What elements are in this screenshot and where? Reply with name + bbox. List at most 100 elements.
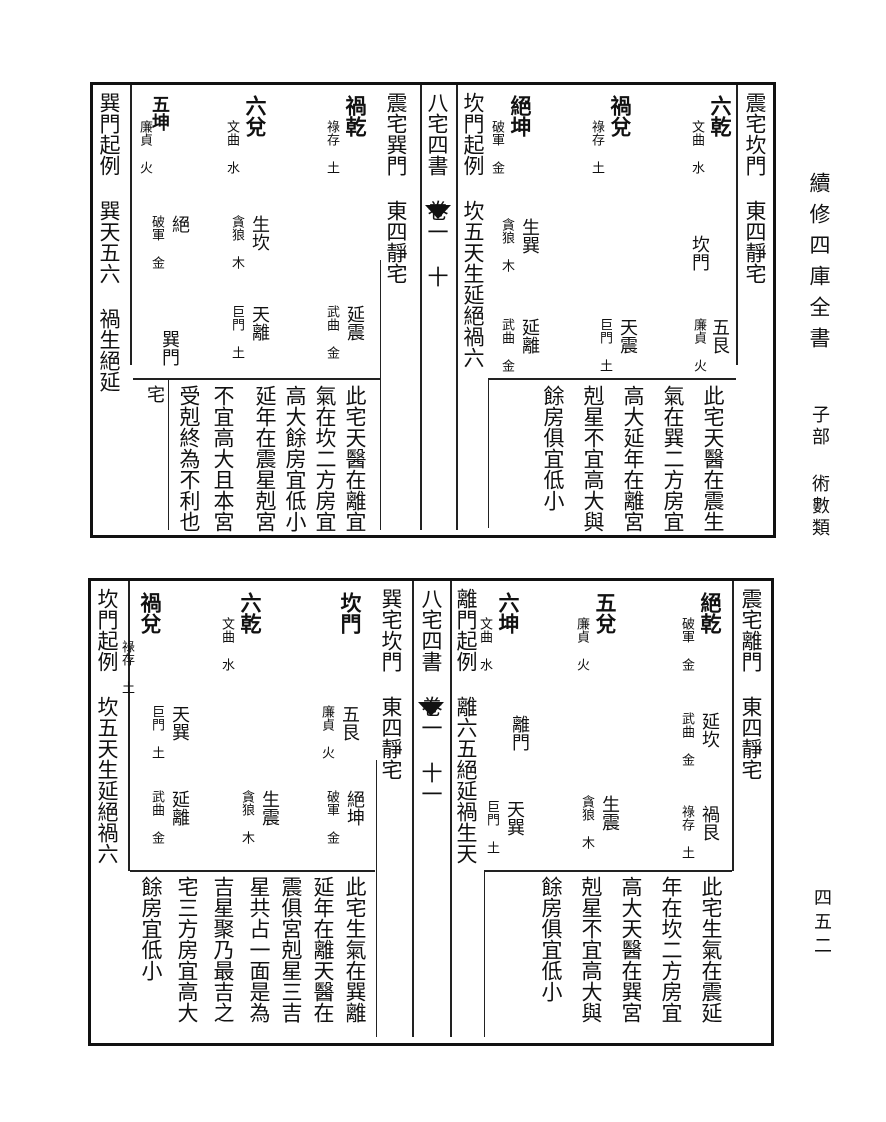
label-wugen-star: 廉貞 火 bbox=[319, 705, 334, 759]
label-door: 坎門 bbox=[689, 235, 710, 271]
label-huodui: 禍兌 bbox=[138, 592, 163, 634]
label-huoqian-star: 祿存 土 bbox=[324, 120, 339, 174]
text-line: 此宅生氣在巽離 bbox=[343, 876, 367, 1023]
text-line: 受剋終為不利也 bbox=[177, 385, 201, 532]
divider-line bbox=[736, 85, 738, 365]
bottom-col-formula: 離門起例 離六五絕延禍生天 bbox=[454, 588, 478, 864]
divider-line bbox=[380, 260, 381, 530]
top-col-title-left: 巽門起例 巽天五六 禍生絕延 bbox=[97, 92, 121, 392]
label-yanli-star: 武曲 金 bbox=[499, 318, 514, 372]
top-col-title-right: 震宅坎門 東四靜宅 bbox=[743, 92, 767, 284]
label-wugen-star: 廉貞 火 bbox=[691, 318, 706, 372]
text-box-top bbox=[130, 870, 375, 872]
divider-line bbox=[488, 378, 489, 528]
text-line: 延年在離天醫在 bbox=[311, 876, 335, 1023]
fishtail-mark bbox=[425, 205, 451, 219]
label-huodui-star: 祿存 土 bbox=[119, 640, 134, 694]
label-liudui: 六兌 bbox=[243, 95, 268, 137]
label-yanli: 延離 bbox=[519, 318, 540, 354]
divider-line bbox=[484, 870, 485, 1037]
bottom-page-ref: 八宅四書 卷一 十一 bbox=[419, 588, 443, 804]
label-door: 坎門 bbox=[338, 592, 363, 634]
text-box-top bbox=[488, 378, 736, 380]
label-door: 離門 bbox=[509, 715, 530, 751]
label-shengkan-star: 貪狼 木 bbox=[229, 215, 244, 269]
label-door: 巽門 bbox=[159, 330, 180, 366]
label-yanli: 延離 bbox=[169, 790, 190, 826]
text-line: 吉星聚乃最吉之 bbox=[211, 876, 235, 1023]
label-huogen: 禍艮 bbox=[699, 805, 720, 841]
divider-line bbox=[420, 85, 422, 530]
label-wudui: 五兌 bbox=[593, 592, 618, 634]
label-huoqian: 禍乾 bbox=[343, 95, 368, 137]
text-line: 年在坎二方房宜 bbox=[659, 876, 683, 1023]
label-shengkan: 生坎 bbox=[249, 215, 270, 251]
text-line: 高大餘房宜低小 bbox=[283, 385, 307, 532]
text-line: 震俱宮剋星三吉 bbox=[279, 876, 303, 1023]
text-line: 不宜高大且本宮 bbox=[211, 385, 235, 532]
label-tianxun-star: 巨門 土 bbox=[484, 800, 499, 854]
label-tianzhen-star: 巨門 土 bbox=[597, 318, 612, 372]
label-jue: 絕 bbox=[169, 215, 190, 233]
text-line: 此宅天醫在震生 bbox=[701, 385, 725, 532]
text-zhai: 宅 bbox=[144, 385, 165, 403]
bottom-page-panel bbox=[88, 578, 774, 1046]
book-title: 續修四庫全書 bbox=[807, 172, 831, 358]
label-liuqian-star: 文曲 水 bbox=[219, 617, 234, 671]
divider-line bbox=[412, 581, 414, 1037]
label-juekun: 絕坤 bbox=[508, 95, 533, 137]
label-tianxun: 天巽 bbox=[169, 705, 190, 741]
page-number: 四五二 bbox=[811, 888, 832, 960]
label-yankan-star: 武曲 金 bbox=[679, 712, 694, 766]
text-line: 宅三方房宜高大 bbox=[175, 876, 199, 1023]
text-line: 此宅生氣在震延 bbox=[699, 876, 723, 1023]
label-wukun-star: 廉貞 火 bbox=[137, 120, 152, 174]
label-liuqian: 六乾 bbox=[238, 592, 263, 634]
divider-line bbox=[130, 85, 132, 365]
label-jueqian: 絕乾 bbox=[698, 592, 723, 634]
text-line: 高大天醫在巽宮 bbox=[619, 876, 643, 1023]
bottom-col-title-right: 震宅離門 東四靜宅 bbox=[739, 588, 763, 780]
label-wudui-star: 廉貞 火 bbox=[574, 617, 589, 671]
category-label: 子部 術數類 bbox=[809, 405, 830, 540]
label-wukun: 五坤 bbox=[149, 95, 170, 131]
text-line: 氣在坎二方房宜 bbox=[313, 385, 337, 532]
text-line: 氣在巽二方房宜 bbox=[661, 385, 685, 532]
divider-line bbox=[732, 581, 734, 871]
fishtail-mark bbox=[418, 702, 444, 716]
top-page-ref: 八宅四書 卷一 十 bbox=[425, 92, 449, 287]
text-line: 此宅天醫在離宜 bbox=[343, 385, 367, 532]
label-liuqian: 六乾 bbox=[708, 95, 733, 137]
label-jueqian-star: 破軍 金 bbox=[679, 617, 694, 671]
label-huodui-star: 祿存 土 bbox=[589, 120, 604, 174]
text-line: 星共占一面是為 bbox=[247, 876, 271, 1023]
label-shengzhen: 生震 bbox=[599, 795, 620, 831]
label-huogen-star: 祿存 土 bbox=[679, 805, 694, 859]
label-yanli-star: 武曲 金 bbox=[149, 790, 164, 844]
text-line: 剋星不宜高大與 bbox=[581, 385, 605, 532]
label-tianxun-star: 巨門 土 bbox=[149, 705, 164, 759]
label-liukun-star: 文曲 水 bbox=[477, 617, 492, 671]
label-wugen: 五艮 bbox=[709, 318, 730, 354]
text-line: 餘房俱宜低小 bbox=[539, 876, 563, 1002]
label-juekun-star: 破軍 金 bbox=[324, 790, 339, 844]
text-box-top bbox=[133, 378, 380, 380]
label-tianli: 天離 bbox=[249, 305, 270, 341]
text-line: 餘房俱宜低小 bbox=[541, 385, 565, 511]
label-tianxun: 天巽 bbox=[504, 800, 525, 836]
bottom-col-title-left: 坎門起例 坎五天生延絕禍六 bbox=[95, 588, 119, 864]
top-page-panel bbox=[90, 82, 776, 538]
label-yanzhen-star: 武曲 金 bbox=[324, 305, 339, 359]
divider-line bbox=[450, 581, 452, 1037]
divider-line bbox=[376, 760, 377, 1037]
text-line: 高大延年在離宮 bbox=[621, 385, 645, 532]
label-shengxun-star: 貪狼 木 bbox=[499, 218, 514, 272]
divider-line bbox=[168, 380, 169, 530]
top-col-formula: 坎門起例 坎五天生延絕禍六 bbox=[461, 92, 485, 368]
label-tianzhen: 天震 bbox=[617, 318, 638, 354]
text-line: 餘房宜低小 bbox=[139, 876, 163, 981]
text-line: 剋星不宜高大與 bbox=[579, 876, 603, 1023]
label-shengzhen: 生震 bbox=[259, 790, 280, 826]
label-liukun: 六坤 bbox=[496, 592, 521, 634]
label-juekun: 絕坤 bbox=[344, 790, 365, 826]
